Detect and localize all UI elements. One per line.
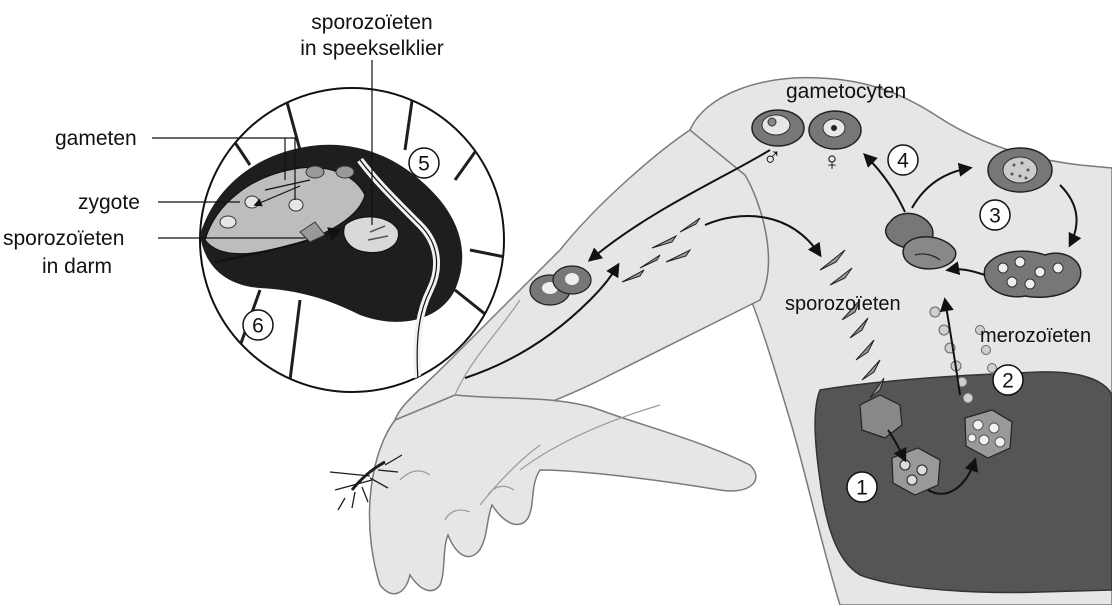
step-1-marker: 1 [847, 472, 877, 502]
label-gut-line1: sporozoïeten [3, 227, 124, 250]
label-zygote: zygote [78, 191, 140, 214]
label-salivary-line1: sporozoïeten [311, 11, 432, 34]
svg-text:4: 4 [897, 150, 909, 173]
step-2-marker: 2 [993, 365, 1023, 395]
step-3-marker: 3 [980, 200, 1010, 230]
label-gut-line2: in darm [42, 255, 112, 278]
svg-text:1: 1 [856, 477, 868, 500]
rbc-schizont [984, 251, 1080, 297]
label-gameten: gameten [55, 127, 137, 150]
label-gametocyten: gametocyten [786, 80, 906, 103]
male-symbol: ♂ [762, 142, 782, 172]
step-4-marker: 4 [888, 145, 918, 175]
salivary-gland [344, 217, 399, 253]
label-merozoieten: merozoïeten [980, 325, 1091, 347]
svg-text:6: 6 [252, 315, 264, 338]
step-5-marker: 5 [409, 148, 439, 178]
step-6-marker: 6 [243, 310, 273, 340]
svg-text:5: 5 [418, 153, 430, 176]
svg-text:2: 2 [1002, 370, 1014, 393]
svg-text:3: 3 [989, 205, 1001, 228]
label-salivary-line2: in speekselklier [300, 37, 444, 60]
female-symbol: ♀ [822, 146, 842, 176]
forearm-and-hand [369, 395, 755, 594]
label-sporozoieten: sporozoïeten [785, 293, 901, 315]
